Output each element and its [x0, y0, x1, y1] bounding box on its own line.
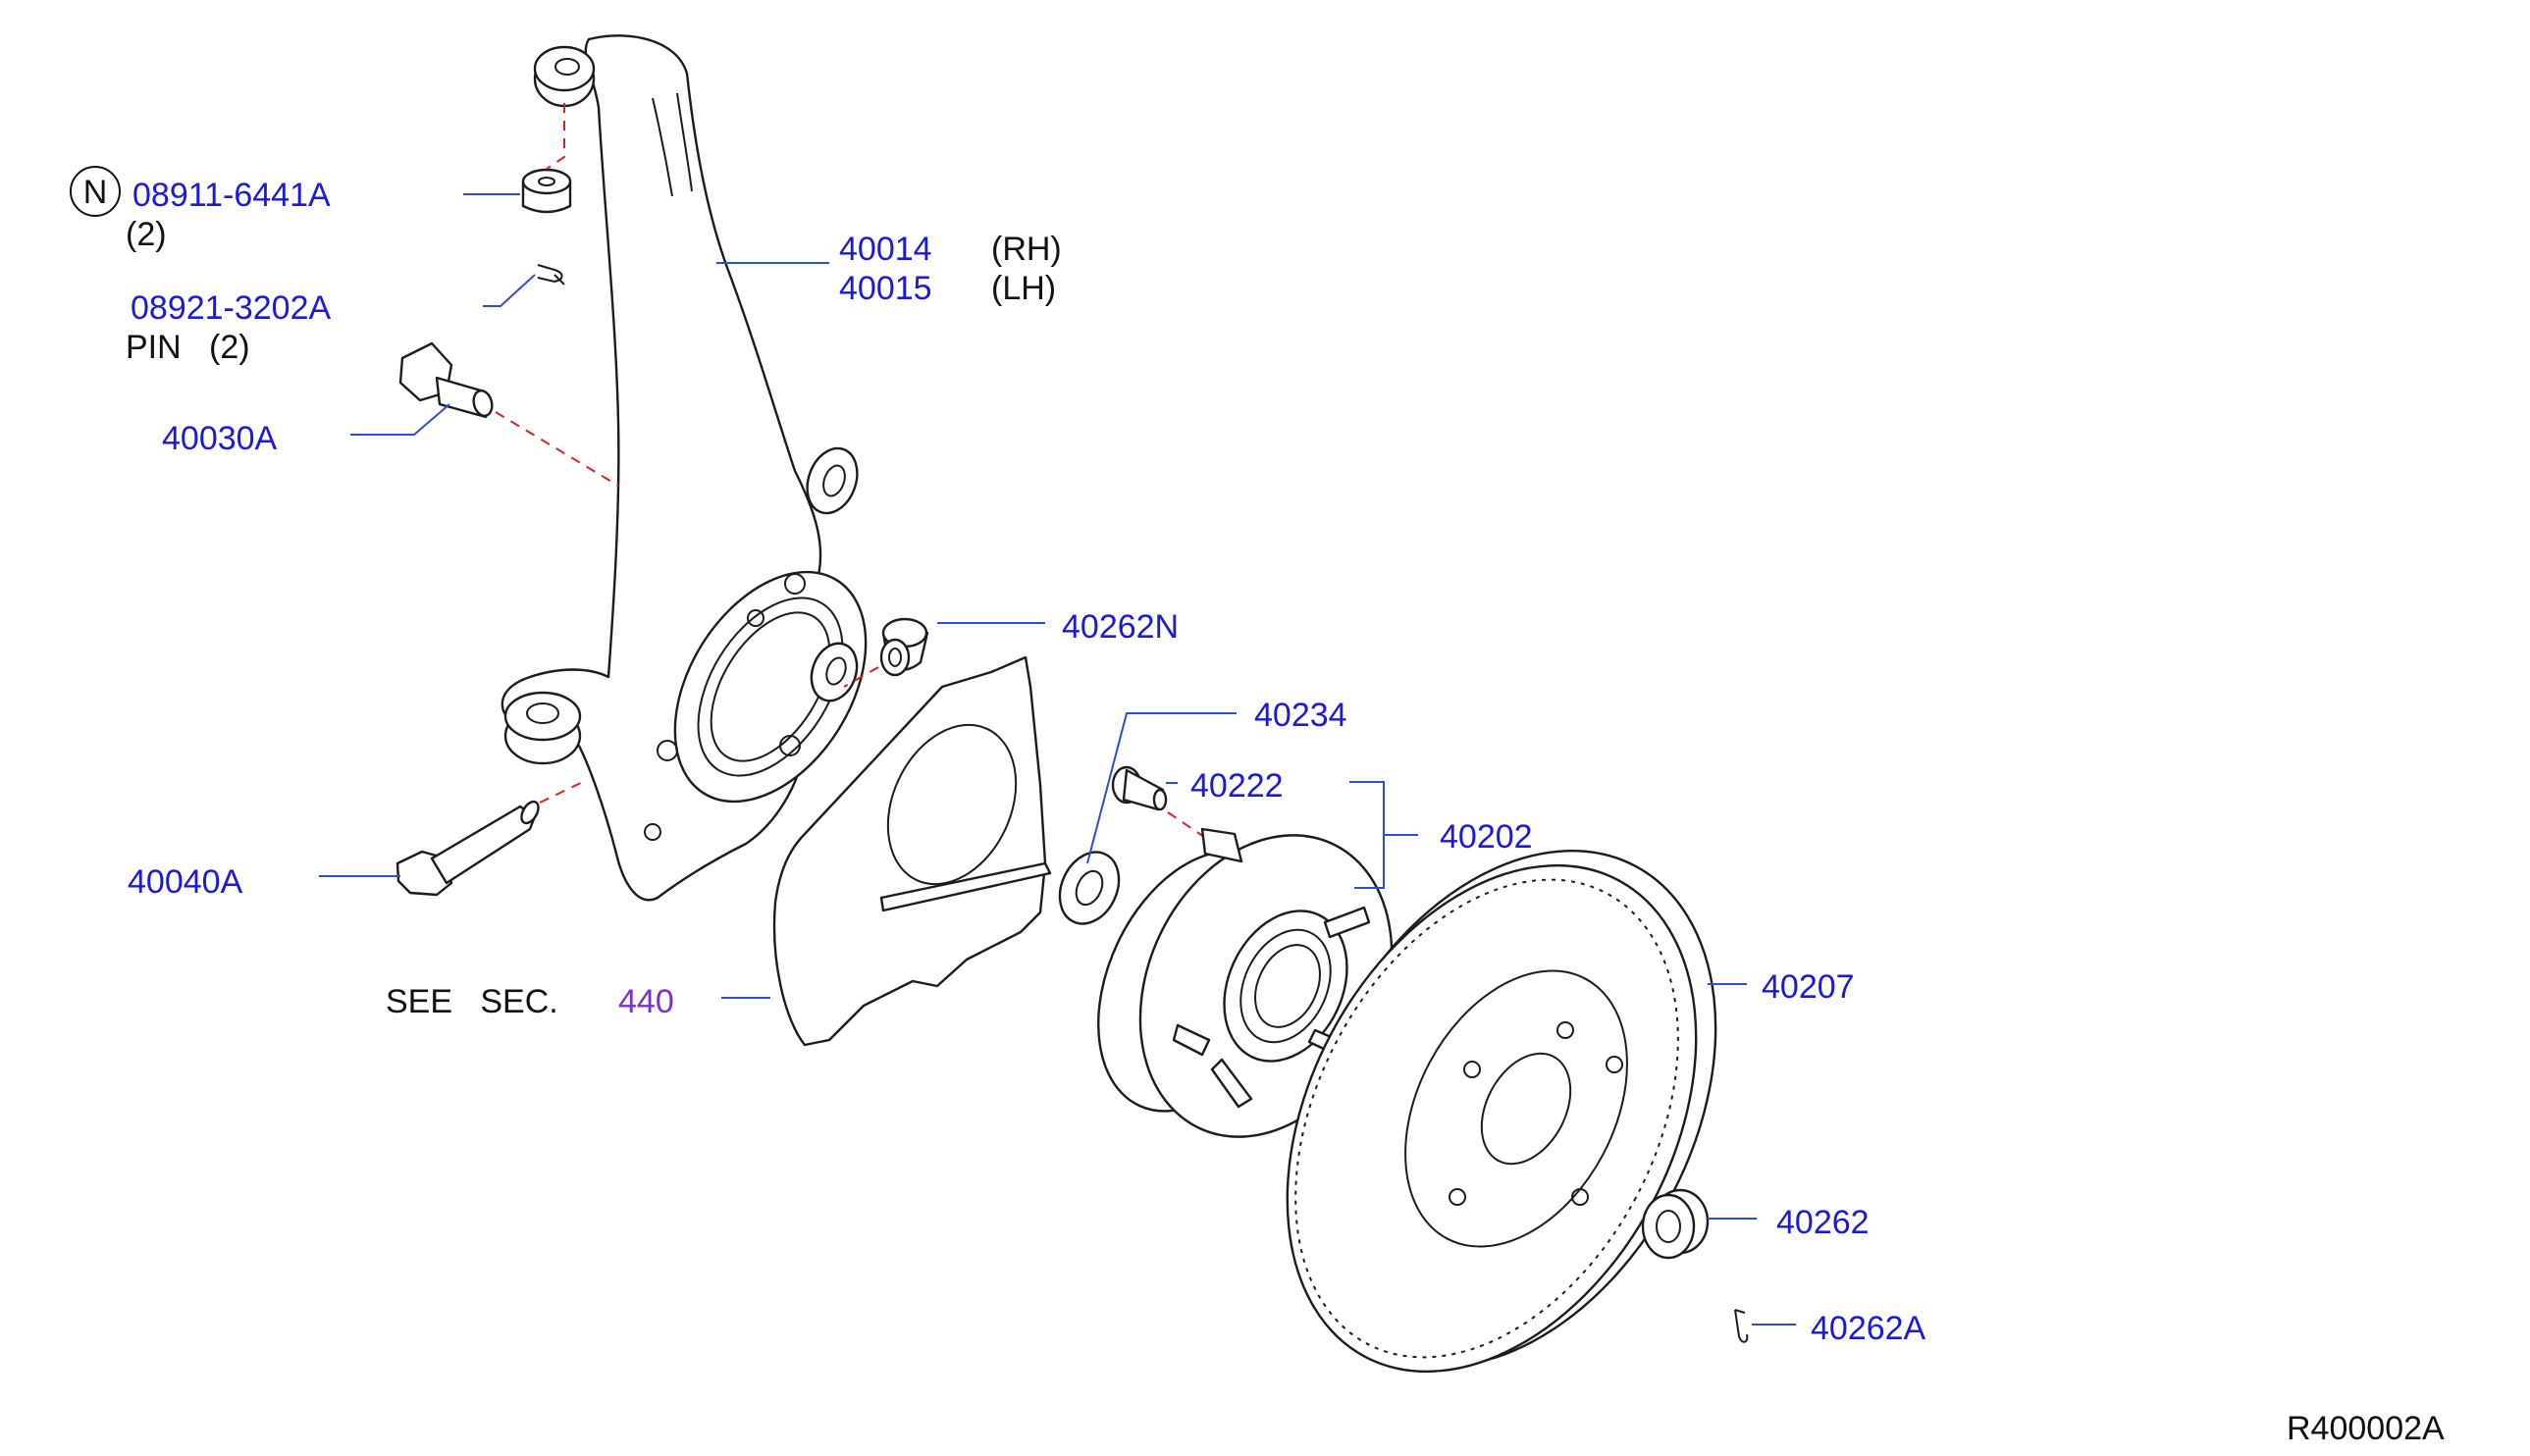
label-40030a: 40030A [162, 420, 278, 457]
nut-symbol: N [83, 174, 108, 211]
label-lh: (LH) [991, 270, 1056, 307]
label-40262a: 40262A [1811, 1310, 1926, 1347]
bolt-40040a [395, 800, 540, 897]
label-rh: (RH) [991, 231, 1062, 268]
label-see-sec: SEE SEC. [386, 983, 558, 1020]
label-40207: 40207 [1762, 968, 1855, 1006]
label-40234: 40234 [1254, 697, 1347, 734]
brake-rotor-40207 [1286, 849, 1717, 1374]
nut-08911-6441a [521, 168, 572, 214]
label-40202: 40202 [1440, 818, 1533, 856]
label-40262: 40262 [1776, 1204, 1870, 1241]
washer-40234 [1058, 851, 1121, 925]
cotter-pin-40262a [1734, 1309, 1749, 1343]
label-40040a: 40040A [128, 863, 243, 901]
label-sec-440: 440 [618, 983, 674, 1020]
label-40262n: 40262N [1062, 608, 1179, 646]
leader-lines [319, 193, 1796, 1326]
bolt-40030a [398, 341, 494, 419]
label-pin-desc: PIN (2) [126, 329, 250, 366]
label-nut-qty: (2) [126, 216, 167, 253]
nut-40262n [879, 617, 929, 677]
label-08911-6441a: 08911-6441A [132, 177, 331, 214]
nut-40262 [1641, 1188, 1710, 1260]
label-40015: 40015 [839, 270, 932, 307]
label-40014: 40014 [839, 231, 932, 268]
steering-knuckle [501, 34, 868, 902]
backing-plate [772, 655, 1052, 1047]
label-08921-3202a: 08921-3202A [131, 289, 332, 327]
label-40222: 40222 [1190, 767, 1284, 805]
pin-08921-3202a [537, 264, 565, 286]
diagram-code: R400002A [2287, 1410, 2445, 1447]
stud-40222 [1111, 765, 1168, 811]
nut-symbol-circle [70, 166, 121, 217]
